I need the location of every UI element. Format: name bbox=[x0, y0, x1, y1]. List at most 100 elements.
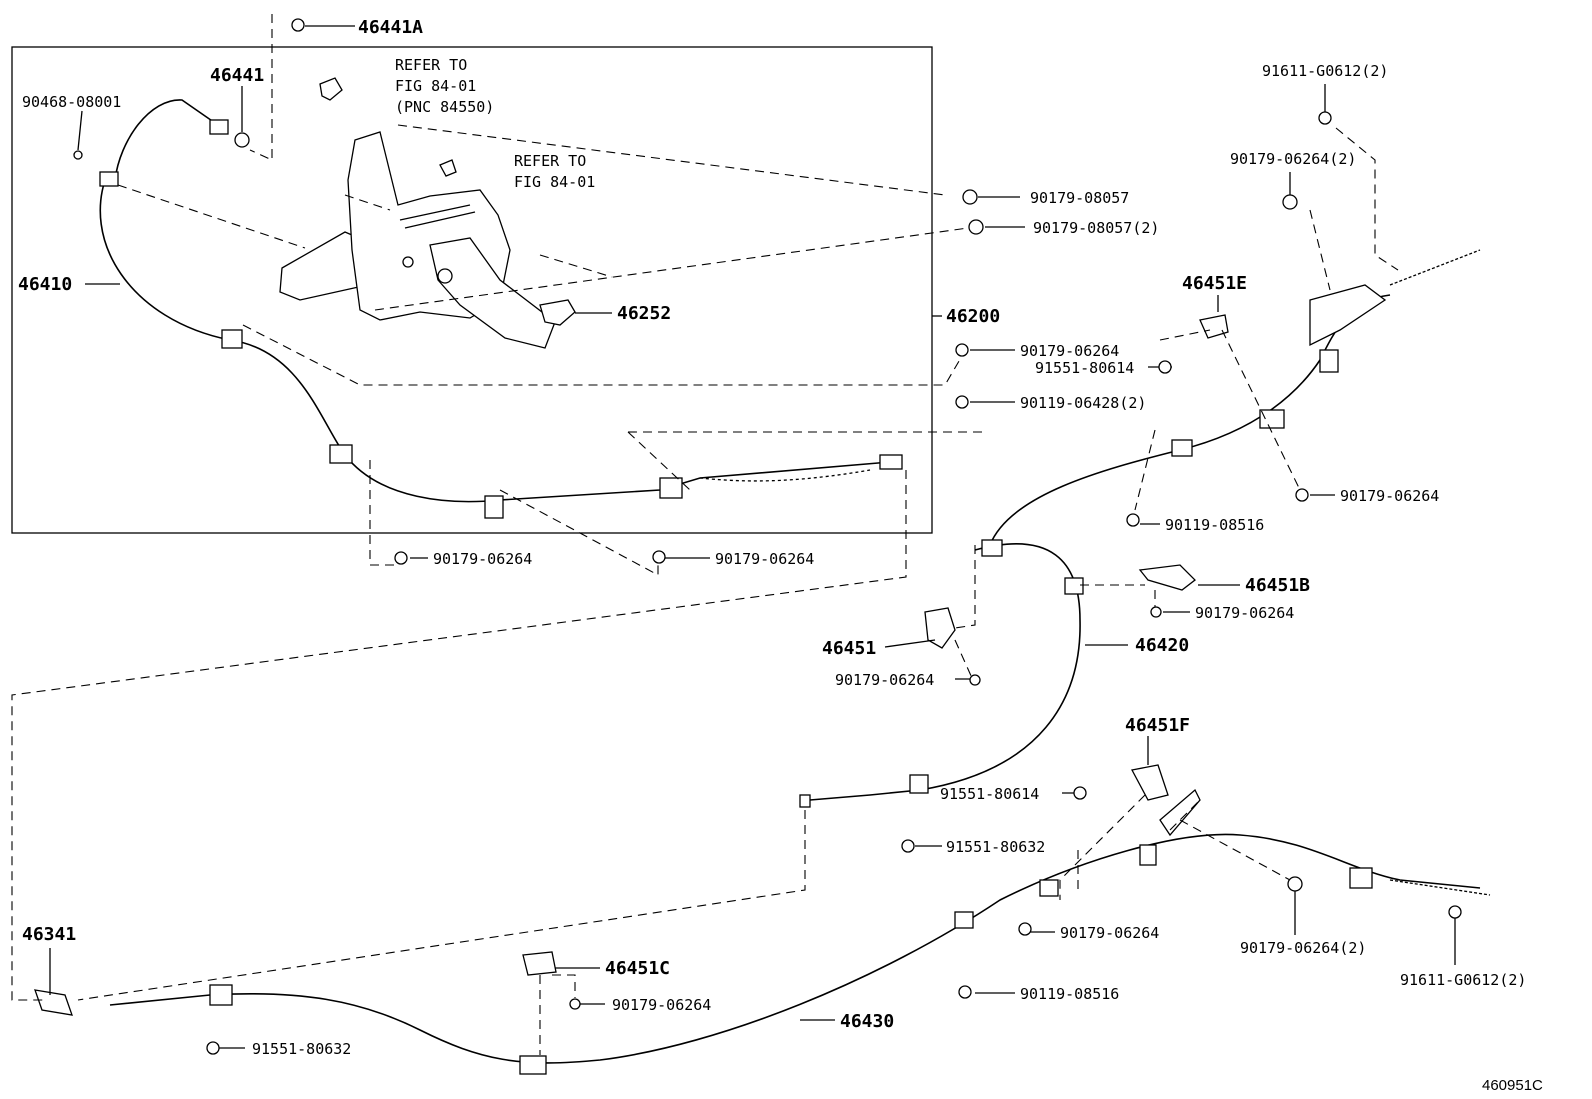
leader-lines bbox=[49, 25, 1456, 1049]
nut-icon bbox=[1287, 876, 1303, 892]
cable-46410-front-end bbox=[114, 99, 219, 181]
label-90179-06264-2-top: 90179-06264(2) bbox=[1230, 150, 1356, 168]
pedal-screw-icon bbox=[439, 159, 457, 177]
label-90179-06264-e: 90179-06264 bbox=[1195, 604, 1294, 622]
cable-46410-spring-coil bbox=[699, 469, 871, 482]
pedal-pad-46252 bbox=[539, 299, 576, 326]
cable-46420-rod bbox=[1389, 249, 1481, 286]
cable-46420-clamp-a bbox=[1171, 439, 1193, 457]
part-46441-washer bbox=[234, 132, 250, 148]
label-90179-06264-g: 90179-06264 bbox=[1060, 924, 1159, 942]
cable-46420-lower bbox=[809, 543, 1081, 801]
label-46341: 46341 bbox=[22, 924, 76, 945]
label-46451: 46451 bbox=[822, 638, 876, 659]
cable-46420-end bbox=[799, 794, 811, 808]
cable-46410-adjuster bbox=[659, 477, 683, 499]
cable-46430-grommet bbox=[1349, 867, 1373, 889]
label-90179-08057: 90179-08057 bbox=[1030, 189, 1129, 207]
part-46451E-icon bbox=[1199, 314, 1229, 339]
refer-note-1-line-2: FIG 84-01 bbox=[395, 77, 476, 95]
label-46430: 46430 bbox=[840, 1011, 894, 1032]
label-90179-08057-2: 90179-08057(2) bbox=[1033, 219, 1159, 237]
bolt-icon bbox=[1318, 111, 1332, 125]
label-90119-08516-a: 90119-08516 bbox=[1165, 516, 1264, 534]
cable-46430-end-spring bbox=[1389, 879, 1491, 896]
cable-46430-fitting bbox=[209, 984, 233, 1006]
part-46451B-icon bbox=[1138, 564, 1196, 591]
cable-46410-lower bbox=[229, 339, 891, 503]
label-90179-06264-h: 90179-06264 bbox=[612, 996, 711, 1014]
nut-icon bbox=[394, 551, 408, 565]
nut-icon bbox=[569, 998, 581, 1010]
part-46341-icon bbox=[34, 989, 73, 1016]
pedal-pivot bbox=[437, 268, 453, 284]
cable-46410-grommet bbox=[99, 171, 119, 187]
nut-icon bbox=[1150, 606, 1162, 618]
part-46451F-icon bbox=[1131, 764, 1169, 801]
reference-dashed-lines bbox=[11, 14, 1399, 1055]
rear-cable-bracket bbox=[1159, 788, 1201, 837]
label-91551-80614-b: 91551-80614 bbox=[940, 785, 1039, 803]
part-46441-pin bbox=[209, 119, 229, 135]
nut-icon bbox=[968, 219, 984, 235]
label-46451E: 46451E bbox=[1182, 273, 1247, 294]
equalizer-bracket bbox=[1309, 284, 1387, 347]
nut-icon bbox=[1282, 194, 1298, 210]
label-90119-06428-2: 90119-06428(2) bbox=[1020, 394, 1146, 412]
label-90179-06264-b: 90179-06264 bbox=[1340, 487, 1439, 505]
cable-46420-fitting bbox=[909, 774, 929, 794]
bolt-icon bbox=[958, 985, 972, 999]
pedal-bolt bbox=[402, 256, 414, 268]
nut-icon bbox=[969, 674, 981, 686]
nut-icon bbox=[962, 189, 978, 205]
fastener-icons bbox=[206, 111, 1462, 1055]
parking-brake-pedal-assembly bbox=[279, 77, 576, 349]
nut-icon bbox=[1018, 922, 1032, 936]
label-90179-06264-2-bot: 90179-06264(2) bbox=[1240, 939, 1366, 957]
label-46451C: 46451C bbox=[605, 958, 670, 979]
cable-46430-clamp-c bbox=[1039, 879, 1059, 897]
refer-note-1-line-1: REFER TO bbox=[395, 56, 467, 74]
refer-note-1-line-3: (PNC 84550) bbox=[395, 98, 494, 116]
bolt-icon bbox=[1126, 513, 1140, 527]
label-91611-G0612-bot: 91611-G0612(2) bbox=[1400, 971, 1526, 989]
cable-46430-clamp-a bbox=[519, 1055, 547, 1075]
label-90468-08001: 90468-08001 bbox=[22, 93, 121, 111]
bolt-icon bbox=[901, 839, 915, 853]
cable-46410-upper bbox=[99, 171, 231, 341]
label-90179-06264-d: 90179-06264 bbox=[715, 550, 814, 568]
label-46451F: 46451F bbox=[1125, 715, 1190, 736]
label-90179-06264-c: 90179-06264 bbox=[433, 550, 532, 568]
cable-46420-grommet-a bbox=[1319, 349, 1339, 373]
cable-46410-clamp-b bbox=[329, 444, 353, 464]
cable-46420-clamp-b bbox=[981, 539, 1003, 557]
label-90119-08516-b: 90119-08516 bbox=[1020, 985, 1119, 1003]
bolt-icon bbox=[206, 1041, 220, 1055]
pedal-spring bbox=[399, 204, 476, 229]
label-46410: 46410 bbox=[18, 274, 72, 295]
label-46252: 46252 bbox=[617, 303, 671, 324]
label-46200: 46200 bbox=[946, 306, 1000, 327]
bolt-icon bbox=[1158, 360, 1172, 374]
cable-46430-clamp-b bbox=[954, 911, 974, 929]
part-46451C-icon bbox=[522, 951, 557, 976]
label-90179-06264-f: 90179-06264 bbox=[835, 671, 934, 689]
label-91551-80614-a: 91551-80614 bbox=[1035, 359, 1134, 377]
bolt-icon bbox=[1073, 786, 1087, 800]
cable-46410-clamp-a bbox=[221, 329, 243, 349]
bolt-icon bbox=[1448, 905, 1462, 919]
part-46451-icon bbox=[924, 607, 956, 649]
cable-46420-clamp-c bbox=[1064, 577, 1084, 595]
figure-id: 460951C bbox=[1482, 1077, 1543, 1094]
cable-46410-end bbox=[879, 454, 903, 470]
part-90468-clip-icon bbox=[73, 150, 83, 160]
cable-46420-grommet-b bbox=[1259, 409, 1285, 429]
nut-icon bbox=[652, 550, 666, 564]
pedal-arm bbox=[429, 237, 556, 349]
label-46420: 46420 bbox=[1135, 635, 1189, 656]
label-46451B: 46451B bbox=[1245, 575, 1310, 596]
label-91611-G0612-top: 91611-G0612(2) bbox=[1262, 62, 1388, 80]
part-46441A-icon bbox=[291, 18, 305, 32]
